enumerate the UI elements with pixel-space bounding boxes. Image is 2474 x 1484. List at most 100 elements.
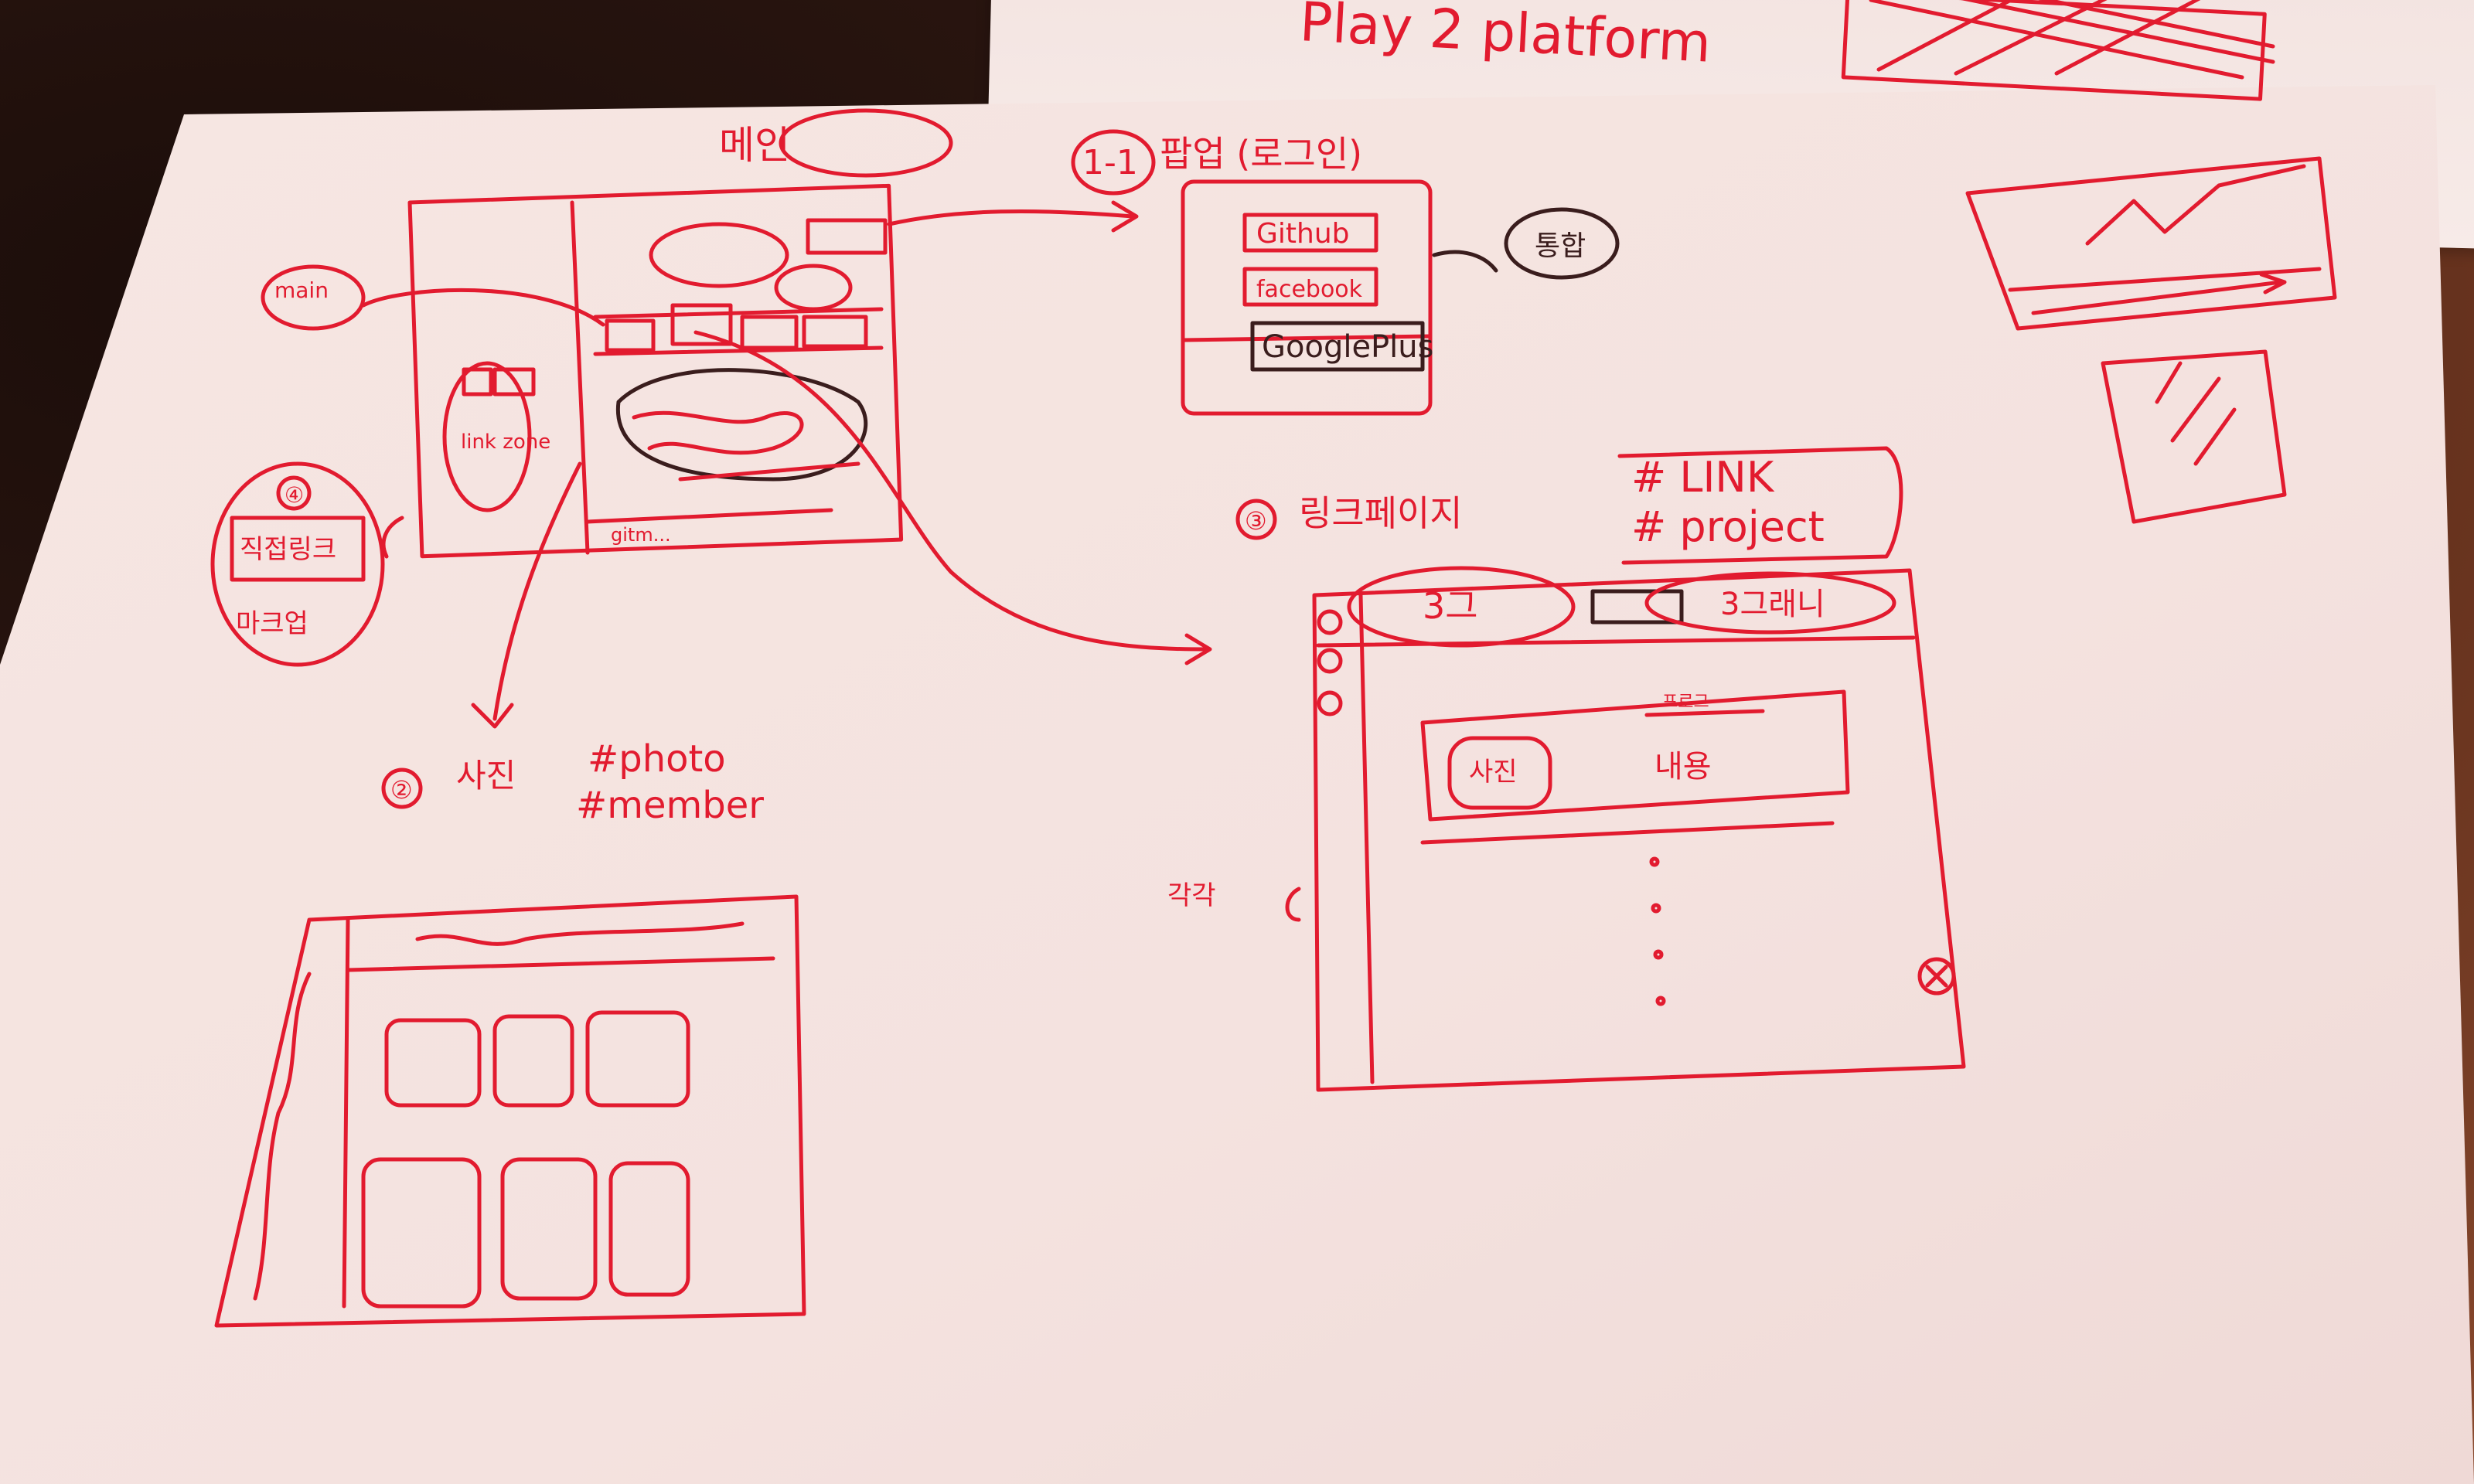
sketch-main-login-box bbox=[806, 218, 888, 255]
arrow-to-photo-page bbox=[492, 461, 582, 721]
sketch-main-content-scribble bbox=[615, 368, 868, 482]
sketch-login-popup: 1-1 팝업 (로그인) Github facebook GooglePlus … bbox=[1071, 129, 1620, 416]
sketch-link-tab-2-oval bbox=[1644, 571, 1896, 635]
sketch-main-sidebar-divider bbox=[570, 200, 590, 555]
arrow-to-direct-link bbox=[381, 516, 404, 559]
sketch-popup-frame bbox=[1181, 179, 1433, 416]
sketch-photo-number-circle bbox=[381, 768, 423, 809]
sketch-link-row-frame bbox=[1420, 689, 1850, 822]
sketch-photo-header-line bbox=[346, 956, 775, 972]
sketch-link-fab-circle bbox=[1917, 957, 1956, 996]
arrow-to-photo-page-head bbox=[471, 703, 514, 729]
sketch-direct-link-number-circle bbox=[276, 475, 312, 511]
sketch-photo-number: ② bbox=[390, 775, 413, 805]
sketch-photo-thumb-1 bbox=[384, 1018, 482, 1108]
sketch-right-card-hatch bbox=[2155, 361, 2237, 466]
sketch-link-menu-box bbox=[1590, 589, 1684, 625]
sketch-popup-title: 팝업 (로그인) bbox=[1160, 133, 1362, 175]
sketch-photo-page: ② 사진 #photo #member bbox=[214, 737, 806, 1328]
sketch-link-tags-box bbox=[1617, 446, 1903, 565]
sketch-link-window-dot-2 bbox=[1317, 648, 1343, 674]
sketch-main-content-underline bbox=[678, 461, 860, 482]
sketch-main-callout-oval bbox=[261, 264, 366, 331]
sketch-link-page: ③ 링크페이지 # LINK # project 3그 3그래니 프로그 사진 … bbox=[1167, 446, 1966, 1092]
sketch-popup-github-box bbox=[1242, 213, 1378, 253]
sketch-link-number: ③ bbox=[1245, 506, 1267, 536]
sketch-photo-thumb-6 bbox=[608, 1161, 690, 1297]
sketch-right-banner-scribble bbox=[2085, 164, 2306, 246]
sketch-main-footer-label: gitm... bbox=[611, 524, 671, 546]
sketch-main-link-zone-label: link zone bbox=[461, 431, 550, 454]
sketch-link-row-photo: 사진 bbox=[1469, 757, 1518, 788]
sketch-photo-title: 사진 bbox=[456, 757, 516, 795]
background-sheet-sketches: Play 2 platform bbox=[1298, 0, 2275, 101]
sketch-link-tab-1-oval bbox=[1347, 566, 1576, 648]
sketch-main-title: 메인 bbox=[719, 123, 790, 168]
sketch-main-content-ink bbox=[632, 410, 804, 455]
sketch-main-nav-box-4 bbox=[802, 315, 868, 349]
sketch-popup-note: 통합 bbox=[1535, 230, 1586, 262]
sketch-link-side-note: 각각 bbox=[1167, 880, 1216, 911]
sketch-main-nav-line-bottom bbox=[593, 345, 884, 356]
sketch-main-logo-oval bbox=[649, 222, 789, 288]
sketch-right-banner-arrow bbox=[2031, 272, 2287, 315]
sketch-direct-link-oval bbox=[210, 461, 385, 667]
sketch-link-ellipsis-1 bbox=[1649, 856, 1660, 867]
sketch-link-row-underline bbox=[1420, 821, 1835, 845]
arrow-to-link-page-head bbox=[1184, 633, 1212, 665]
sketch-link-tag-1: # LINK bbox=[1631, 453, 1775, 502]
sketch-main-page: 메인 link zone gitm... main bbox=[261, 108, 953, 559]
sketch-link-ellipsis-4 bbox=[1655, 996, 1666, 1006]
sketch-photo-sidebar-line bbox=[342, 917, 350, 1309]
sketch-popup-github-label: Github bbox=[1256, 218, 1350, 250]
sketch-main-frame bbox=[407, 183, 904, 559]
sketch-link-ellipsis-2 bbox=[1651, 903, 1661, 914]
sketch-popup-googleplus-box bbox=[1250, 321, 1425, 372]
sketch-link-ellipsis-3 bbox=[1653, 949, 1664, 960]
sketch-main-nav-box-3 bbox=[740, 315, 799, 350]
sketch-link-number-circle bbox=[1235, 499, 1277, 540]
sketch-link-window-dot-3 bbox=[1317, 690, 1343, 716]
sketch-photo-thumb-3 bbox=[585, 1010, 690, 1108]
sketch-link-window-dot-1 bbox=[1317, 609, 1343, 635]
sketch-popup-number: 1-1 bbox=[1082, 143, 1138, 182]
background-sheet-hatch bbox=[1869, 0, 2275, 80]
sketch-popup-googleplus-label: GooglePlus bbox=[1262, 329, 1433, 365]
sketch-main-nav-box-2 bbox=[670, 303, 733, 346]
sketch-popup-note-oval bbox=[1504, 207, 1620, 280]
sketch-popup-number-oval bbox=[1071, 129, 1156, 196]
sketch-link-tab-1: 3그 bbox=[1423, 585, 1478, 627]
sketch-right-banner-line bbox=[2008, 267, 2322, 292]
sketch-right-banner-frame bbox=[1965, 156, 2337, 331]
sketch-right-card-frame bbox=[2101, 349, 2287, 524]
sketch-photo-thumb-5 bbox=[500, 1157, 598, 1301]
sketch-link-tag-2: # project bbox=[1631, 502, 1825, 551]
sketch-popup-facebook-label: facebook bbox=[1256, 276, 1363, 303]
sketch-main-callout-label: main bbox=[274, 277, 329, 303]
sketch-link-side-note-pointer bbox=[1285, 887, 1301, 922]
sketch-photo-header-scribble bbox=[415, 921, 745, 946]
sketch-popup-divider bbox=[1181, 334, 1433, 342]
sketch-photo-frame bbox=[214, 894, 806, 1328]
sketch-photo-tag-1: #photo bbox=[588, 737, 726, 781]
sketch-link-sidebar-line bbox=[1358, 593, 1375, 1084]
sketch-main-link-box-1 bbox=[462, 367, 493, 397]
sketch-photo-tag-2: #member bbox=[576, 784, 764, 827]
sketch-main-callout-connector bbox=[361, 288, 605, 327]
sketch-direct-link-number: ④ bbox=[285, 482, 304, 508]
sketch-link-row-photo-box bbox=[1447, 736, 1552, 810]
sketch-popup-bracket bbox=[1432, 250, 1498, 273]
sketch-direct-link-box bbox=[230, 516, 366, 582]
sketch-direct-link: ④ 직접링크 마크업 bbox=[210, 461, 385, 667]
arrow-to-popup-head bbox=[1111, 200, 1139, 233]
sketch-link-title: 링크페이지 bbox=[1299, 492, 1463, 534]
sketch-right-thumbnails bbox=[1965, 156, 2337, 524]
sketch-main-link-box-2 bbox=[492, 367, 536, 397]
sketch-photo-left-scribble bbox=[253, 972, 312, 1301]
sketch-photo-thumb-4 bbox=[361, 1157, 482, 1309]
background-sheet-title: Play 2 platform bbox=[1298, 0, 1712, 75]
arrow-to-popup bbox=[887, 209, 1135, 226]
sketch-main-nav-box-1 bbox=[605, 318, 656, 352]
sketch-main-footer-line bbox=[585, 508, 833, 524]
